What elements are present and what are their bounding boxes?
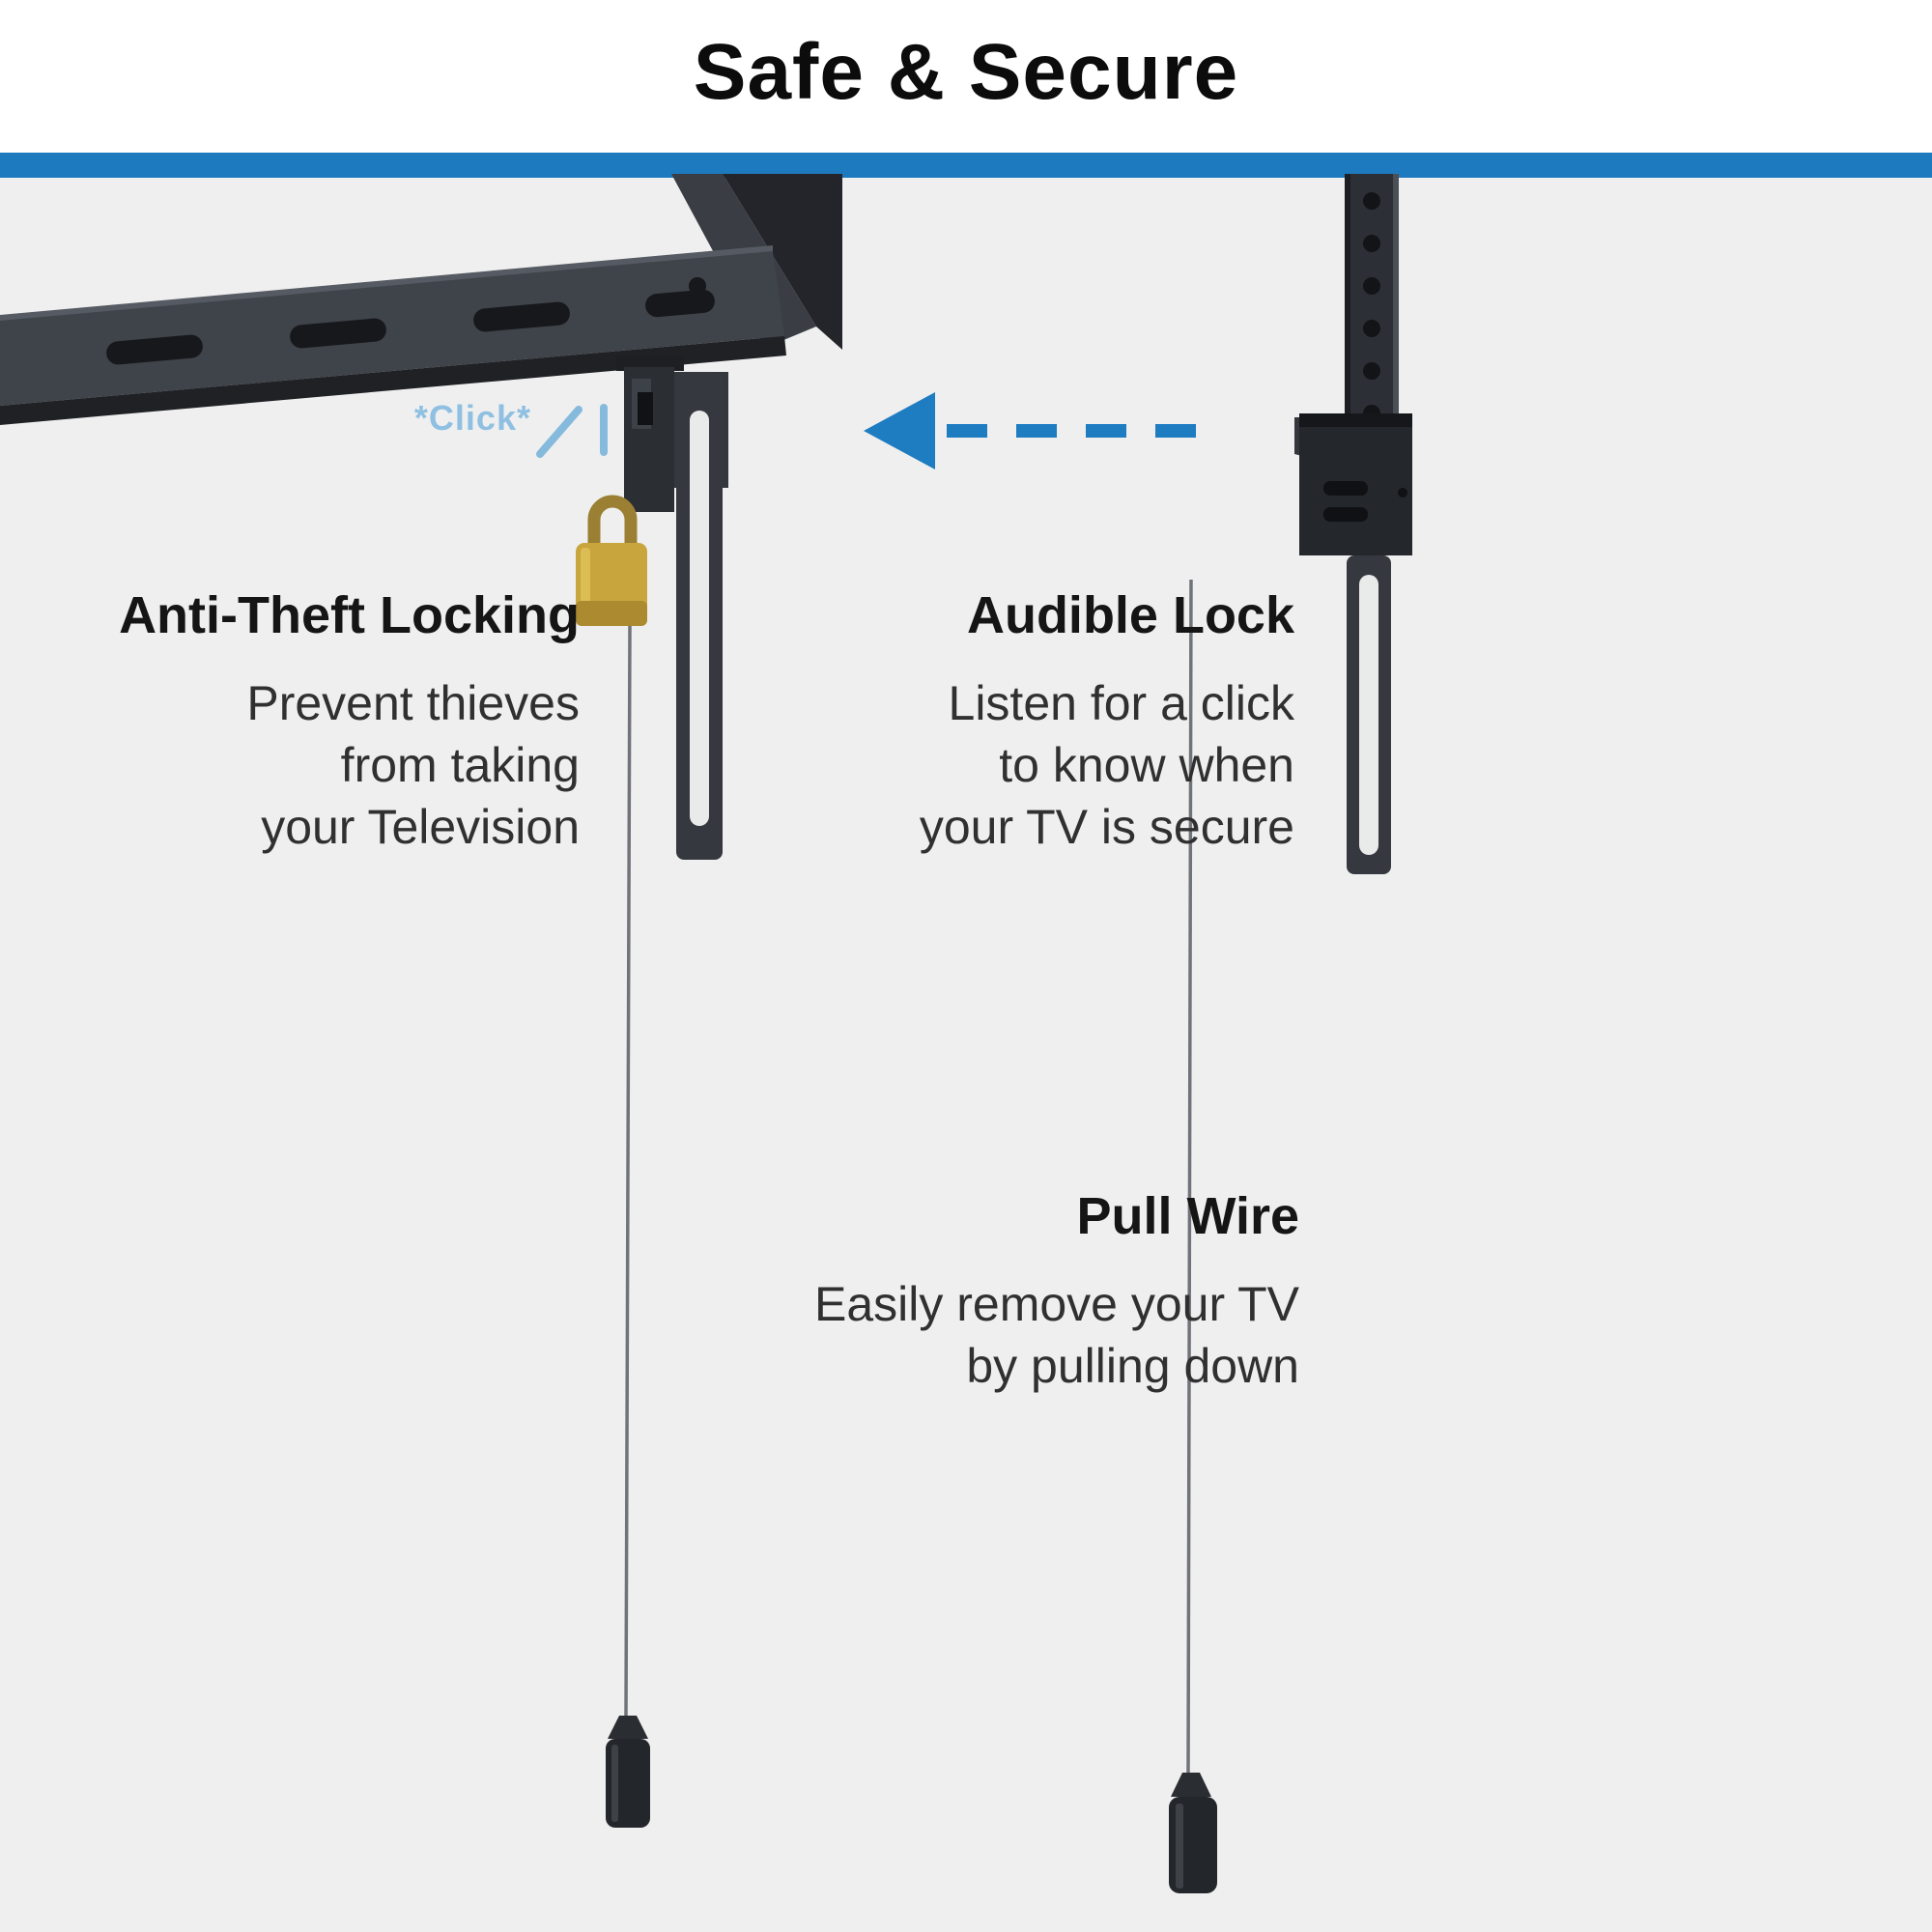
- sound-tick-icon: [536, 404, 608, 458]
- pull-wire-right: [1186, 579, 1193, 1774]
- feature-desc-line: Easily remove your TV: [813, 1277, 1299, 1331]
- feature-audible-lock: Audible Lock Listen for a click to know …: [715, 585, 1294, 858]
- page-title: Safe & Secure: [693, 28, 1239, 116]
- feature-desc-line: by pulling down: [966, 1339, 1299, 1393]
- accent-bar: [0, 153, 1932, 178]
- wire-weight-left: [606, 1716, 650, 1828]
- wire-weight-right: [1169, 1773, 1217, 1893]
- feature-title-anti-theft: Anti-Theft Locking: [119, 586, 580, 644]
- feature-desc-line: to know when: [999, 738, 1294, 792]
- feature-title-audible-lock: Audible Lock: [966, 586, 1294, 644]
- feature-desc-anti-theft: Prevent thieves from taking your Televis…: [0, 672, 580, 858]
- feature-anti-theft: Anti-Theft Locking Prevent thieves from …: [0, 585, 580, 858]
- feature-title-pull-wire: Pull Wire: [1076, 1187, 1299, 1245]
- feature-desc-line: Prevent thieves: [246, 676, 580, 730]
- feature-desc-pull-wire: Easily remove your TV by pulling down: [720, 1273, 1299, 1397]
- hook-bar-right: [1347, 555, 1391, 874]
- feature-desc-line: Listen for a click: [948, 676, 1294, 730]
- latch-bracket: [1294, 413, 1412, 555]
- stage-background: [0, 178, 1932, 1932]
- feature-desc-line: your Television: [261, 800, 580, 854]
- dashed-left-arrow-icon: [864, 392, 1209, 469]
- feature-pull-wire: Pull Wire Easily remove your TV by pulli…: [720, 1186, 1299, 1397]
- right-mount-illustration: [1169, 174, 1412, 1893]
- feature-desc-audible-lock: Listen for a click to know when your TV …: [715, 672, 1294, 858]
- pull-wire-left: [624, 625, 632, 1717]
- left-mount-illustration: [0, 174, 842, 1828]
- click-label: *Click*: [413, 398, 531, 438]
- hook-bar: [676, 372, 723, 860]
- padlock-icon: [576, 495, 647, 626]
- tv-bracket-rail: [0, 245, 786, 425]
- feature-desc-line: your TV is secure: [919, 800, 1294, 854]
- feature-desc-line: from taking: [340, 738, 580, 792]
